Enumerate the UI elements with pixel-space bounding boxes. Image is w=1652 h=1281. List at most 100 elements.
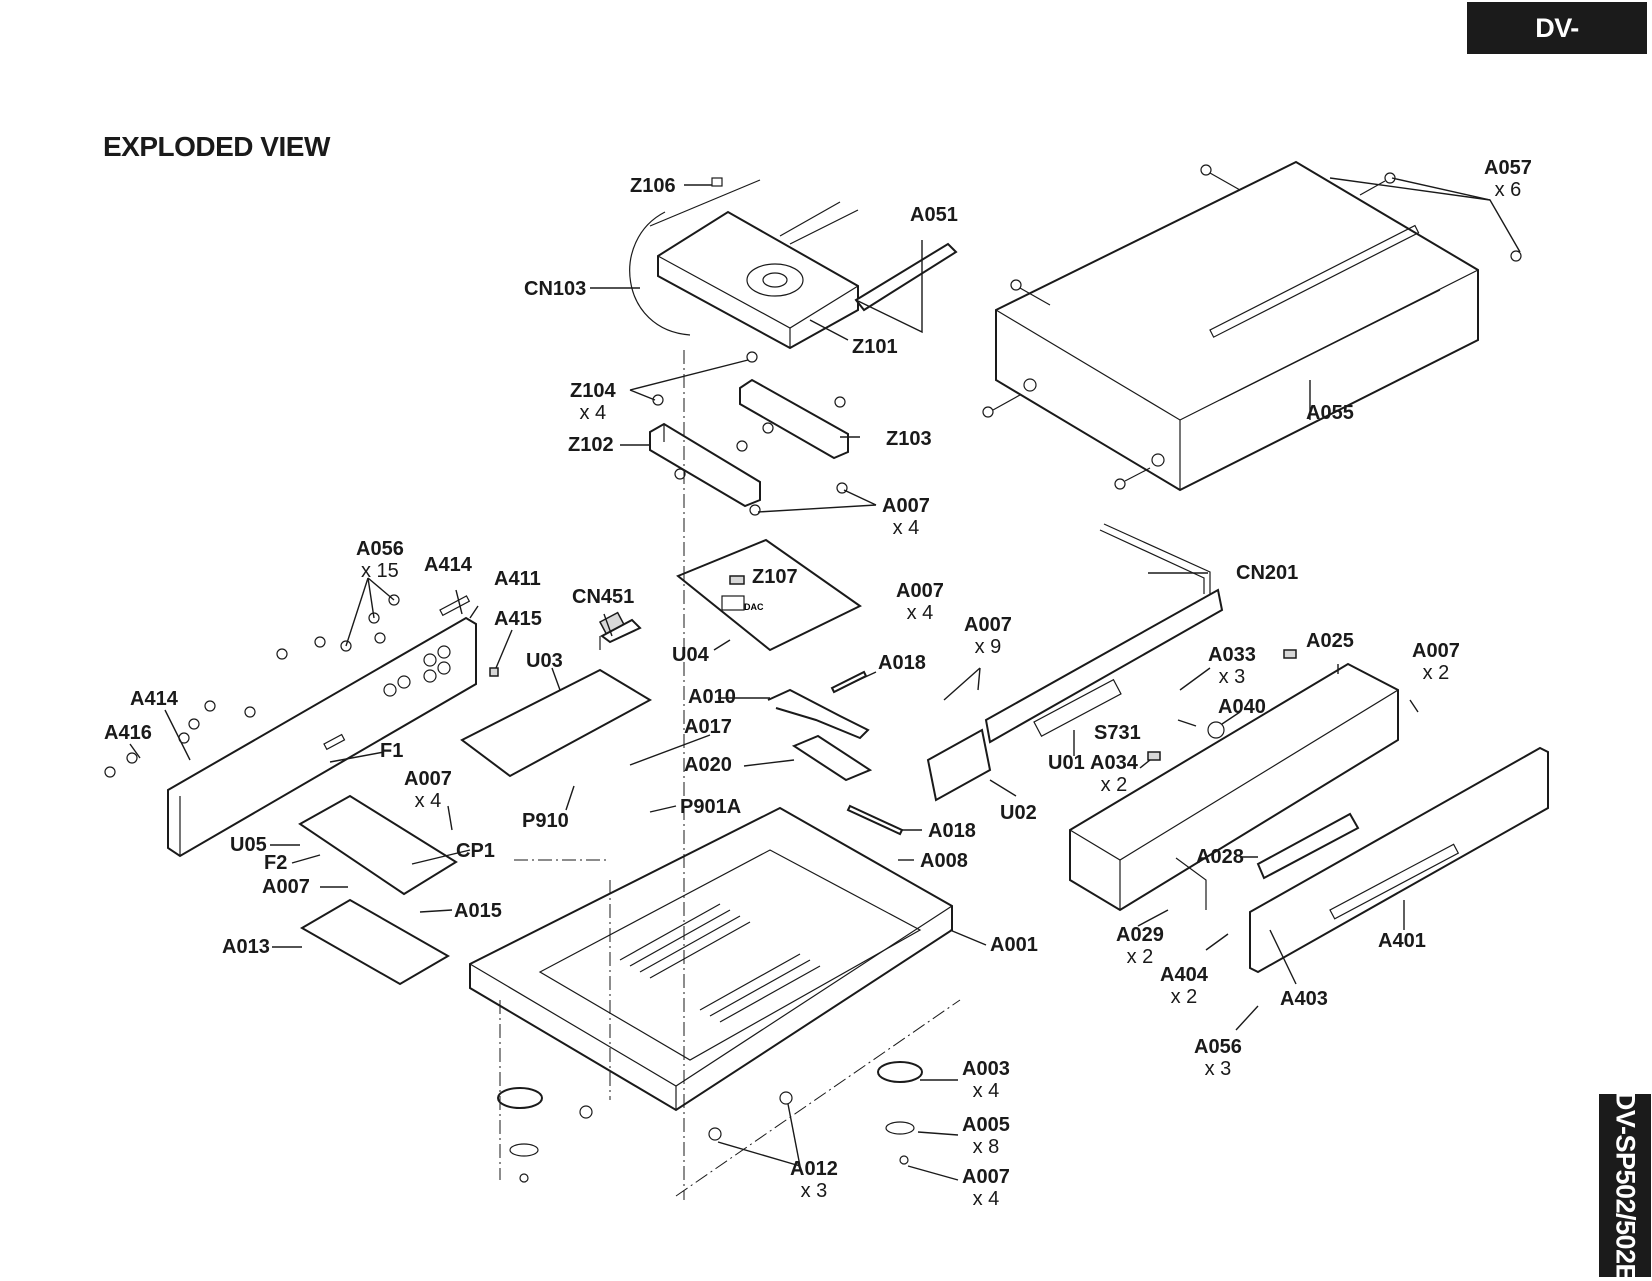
callout-z107: Z107	[752, 566, 798, 588]
callout-z106: Z106	[630, 175, 676, 197]
part-number: A008	[920, 850, 968, 872]
part-number: Z104	[570, 380, 616, 402]
board-u04-dac: DAC	[676, 538, 862, 652]
callout-u02: U02	[1000, 802, 1037, 824]
part-number: U04	[672, 644, 709, 666]
part-number: A005	[962, 1114, 1010, 1136]
part-number: A015	[454, 900, 502, 922]
strip-a018	[830, 670, 904, 836]
quantity: x 3	[1204, 1058, 1232, 1080]
part-number: A007	[896, 580, 944, 602]
callout-z103: Z103	[886, 428, 932, 450]
part-number: A010	[688, 686, 736, 708]
power-board-u05	[298, 733, 458, 896]
assembly-guide-lines	[499, 350, 961, 1200]
part-number: Z102	[568, 434, 614, 456]
quantity: x 4	[906, 602, 934, 624]
callout-cp1: CP1	[456, 840, 495, 862]
quantity: x 4	[579, 402, 607, 424]
callout-a008: A008	[920, 850, 968, 872]
chassis-a001	[469, 806, 953, 1112]
callout-f1: F1	[380, 740, 403, 762]
part-number: A051	[910, 204, 958, 226]
part-number: A029	[1116, 924, 1164, 946]
callout-a010: A010	[688, 686, 736, 708]
part-number: A007	[962, 1166, 1010, 1188]
part-number: Z107	[752, 566, 798, 588]
part-number: A007	[882, 495, 930, 517]
part-number: A003	[962, 1058, 1010, 1080]
traverse-mechanism-z101	[629, 177, 859, 350]
part-number: CN103	[524, 278, 587, 300]
callout-a051: A051	[910, 204, 958, 226]
callout-a414-top: A414	[424, 554, 472, 576]
part-number: A007	[964, 614, 1012, 636]
front-board-u01	[984, 588, 1224, 744]
callout-u04: U04	[672, 644, 709, 666]
callout-a415: A415	[494, 608, 542, 630]
model-number-tab: DV-SP502/502E	[1467, 2, 1647, 95]
part-number: A012	[790, 1158, 838, 1180]
rear-panel-a411	[167, 595, 499, 858]
part-number: A007	[404, 768, 452, 790]
callout-a401: A401	[1378, 930, 1426, 952]
callout-u05: U05	[230, 834, 267, 856]
callout-a018-bottom: A018	[928, 820, 976, 842]
feet-a003	[497, 1061, 923, 1183]
part-number: A007	[1412, 640, 1460, 662]
quantity: x 3	[1218, 666, 1246, 688]
quantity: x 6	[1494, 179, 1522, 201]
bracket-a013	[300, 898, 450, 986]
callout-a007-single: A007	[262, 876, 310, 898]
quantity: x 15	[361, 560, 399, 582]
part-number: A056	[356, 538, 404, 560]
callout-a018-top: A018	[878, 652, 926, 674]
quantity: x 2	[1100, 774, 1128, 796]
callout-a001: A001	[990, 934, 1038, 956]
part-number: A018	[928, 820, 976, 842]
quantity: x 2	[1126, 946, 1154, 968]
part-number: A007	[262, 876, 310, 898]
part-number: A055	[1306, 402, 1354, 424]
callout-cn103: CN103	[524, 278, 586, 300]
quantity: x 3	[800, 1180, 828, 1202]
part-number: A411	[494, 568, 541, 590]
quantity: x 4	[972, 1188, 1000, 1210]
part-number: A057	[1484, 157, 1532, 179]
part-number: A013	[222, 936, 270, 958]
part-number: CP1	[456, 840, 495, 862]
leader-lines	[129, 184, 1419, 1181]
model-number: DV-SP502/502E	[1483, 13, 1631, 95]
guide-rod-a051	[854, 242, 958, 312]
screws-a056-rear	[104, 577, 400, 778]
part-number: A414	[424, 554, 472, 576]
part-number: U05	[230, 834, 267, 856]
callout-a025: A025	[1306, 630, 1354, 652]
callout-a020: A020	[684, 754, 732, 776]
part-number: A020	[684, 754, 732, 776]
part-number: U02	[1000, 802, 1037, 824]
screws-a057	[982, 164, 1522, 490]
callout-cn451: CN451	[572, 586, 634, 608]
bracket-z103	[739, 378, 849, 460]
part-number: P901A	[680, 796, 742, 818]
callout-a055: A055	[1306, 402, 1354, 424]
callout-a013: A013	[222, 936, 270, 958]
quantity: x 4	[972, 1080, 1000, 1102]
quantity: x 8	[972, 1136, 1000, 1158]
screws-a012	[579, 1091, 793, 1141]
part-number: Z101	[852, 336, 898, 358]
quantity: x 2	[1422, 662, 1450, 684]
callout-a017: A017	[684, 716, 732, 738]
